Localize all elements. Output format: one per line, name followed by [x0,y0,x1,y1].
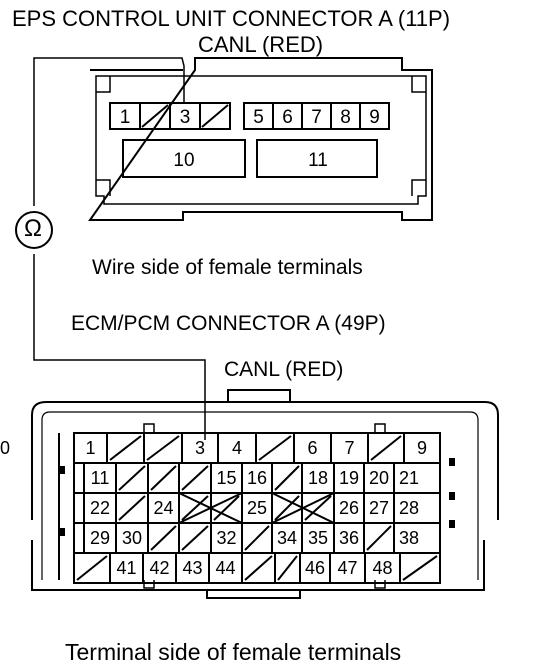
ecm-terminal-48: 48 [372,558,392,578]
ecm-terminal-42: 42 [149,558,169,578]
ecm-empty-cavity [244,555,273,581]
ecm-terminal-43: 43 [182,558,202,578]
ecm-empty-cavity [76,555,108,581]
ecm-terminal-35: 35 [308,528,328,548]
ohmmeter-icon [15,211,53,249]
eps-view-caption: Wire side of female terminals [92,256,363,279]
ecm-terminal-24: 24 [153,498,173,518]
ecm-terminal-11: 11 [91,468,110,488]
ecm-terminal-20: 20 [369,468,389,488]
eps-terminal-7: 7 [311,107,322,128]
eps-connector-title: EPS CONTROL UNIT CONNECTOR A (11P) [12,6,451,31]
ecm-terminal-44: 44 [215,558,235,578]
eps-terminal-10: 10 [173,150,194,171]
eps-terminal-6: 6 [282,107,293,128]
ecm-empty-cavity [181,525,209,551]
eps-terminal-3: 3 [180,107,191,128]
eps-connector-housing [88,57,433,221]
ecm-wire-label: CANL (RED) [224,358,344,381]
latch-marks [59,458,455,536]
ecm-terminal-34: 34 [277,528,297,548]
ecm-terminal-19: 19 [339,468,359,488]
test-lead-wiring [33,57,206,440]
eps-terminal-8: 8 [340,107,351,128]
eps-terminal-1: 1 [120,107,131,128]
ecm-blank-cross [271,492,335,524]
ohm-symbol: Ω [24,215,42,242]
ecm-blank-cross [178,492,243,524]
eps-terminal-5: 5 [253,107,264,128]
ecm-empty-cavity [277,555,298,581]
ecm-empty-cavity [244,525,270,551]
ecm-terminal-9: 9 [417,438,427,458]
eps-terminal-9: 9 [369,107,380,128]
ecm-empty-cavity [118,495,146,521]
ecm-empty-cavity [150,525,177,551]
ecm-empty-cavity [150,465,177,491]
ecm-terminal-32: 32 [216,528,236,548]
ecm-terminal-26: 26 [339,498,359,518]
ecm-terminal-6: 6 [307,438,317,458]
ecm-terminal-38: 38 [399,528,419,548]
ecm-terminal-46: 46 [305,558,325,578]
ecm-terminal-29: 29 [90,528,110,548]
ecm-empty-cavity [402,555,438,581]
ecm-terminal-22: 22 [90,498,110,518]
ecm-view-caption: Terminal side of female terminals [65,639,402,665]
ecm-empty-cavity [181,495,209,521]
ecm-terminal-18: 18 [308,468,328,488]
ecm-empty-cavity [274,495,300,521]
ecm-empty-cavity [213,495,240,521]
ecm-empty-cavity [366,525,392,551]
eps-terminal-row-2 [122,139,378,178]
ecm-empty-cavity [146,435,180,461]
ecm-terminal-25: 25 [247,498,267,518]
ecm-terminal-36: 36 [339,528,359,548]
ecm-empty-cavity [181,465,209,491]
eps-terminal-11: 11 [308,150,328,171]
ecm-empty-cavity [118,465,146,491]
ecm-terminal-21: 21 [399,468,419,488]
eps-wire-label: CANL (RED) [198,32,324,57]
ecm-terminal-7: 7 [344,438,354,458]
ecm-terminal-27: 27 [369,498,389,518]
ecm-empty-cavity [109,435,142,461]
ecm-terminal-15: 15 [216,468,236,488]
ecm-terminal-16: 16 [247,468,267,488]
ecm-terminal-47: 47 [337,558,357,578]
ecm-terminal-41: 41 [116,558,136,578]
ecm-empty-cavity [258,435,292,461]
ecm-empty-cavity [274,465,300,491]
ecm-empty-cavity [370,435,402,461]
ecm-terminal-28: 28 [399,498,419,518]
ecm-terminal-1: 1 [85,438,95,458]
ecm-terminal-30: 30 [122,528,142,548]
ecm-terminal-4: 4 [232,438,242,458]
ecm-empty-cavity [304,495,332,521]
eps-terminal-row-1 [109,102,390,130]
ecm-terminal-3: 3 [195,438,205,458]
ecm-connector-title: ECM/PCM CONNECTOR A (49P) [71,312,386,335]
ecm-terminal-10: 10 [0,438,10,458]
